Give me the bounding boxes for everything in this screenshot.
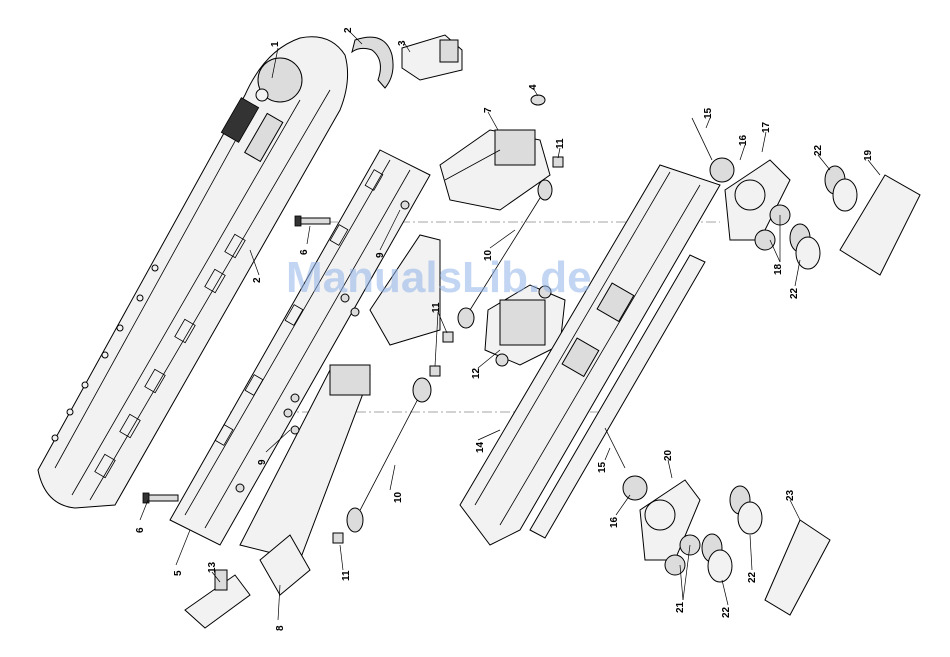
label-part-21: 21 bbox=[675, 601, 686, 613]
label-part-6-bottom: 6 bbox=[135, 527, 146, 533]
label-part-18: 18 bbox=[773, 263, 784, 275]
label-part-15-bottom: 15 bbox=[597, 461, 608, 473]
screw-lower bbox=[143, 493, 178, 503]
label-part-9-bottom: 9 bbox=[257, 459, 268, 465]
label-part-22-b: 22 bbox=[789, 287, 800, 299]
label-part-1: 1 bbox=[270, 41, 281, 47]
label-part-2-side: 2 bbox=[252, 277, 263, 283]
cab-ring bbox=[352, 37, 393, 88]
label-part-16-top: 16 bbox=[738, 134, 749, 146]
label-part-11-top: 11 bbox=[555, 138, 566, 149]
label-part-11-bottom: 11 bbox=[341, 570, 352, 581]
coupling-bottom bbox=[333, 533, 343, 543]
label-part-22-d: 22 bbox=[747, 571, 758, 583]
label-part-22-c: 22 bbox=[721, 606, 732, 618]
label-part-13: 13 bbox=[207, 561, 218, 573]
screw-upper bbox=[295, 216, 330, 226]
label-part-22-a: 22 bbox=[813, 144, 824, 156]
small-clip bbox=[531, 95, 545, 105]
lower-bogie bbox=[623, 476, 830, 615]
label-part-8: 8 bbox=[275, 625, 286, 631]
label-part-12: 12 bbox=[471, 367, 482, 379]
coupling-mid bbox=[443, 332, 453, 342]
label-part-14: 14 bbox=[475, 441, 486, 453]
label-part-17: 17 bbox=[761, 121, 772, 133]
label-part-5: 5 bbox=[173, 570, 184, 576]
coupling-mid-2 bbox=[430, 366, 440, 376]
label-part-15-top: 15 bbox=[703, 107, 714, 119]
label-part-4: 4 bbox=[528, 84, 539, 90]
watermark: ManualsLib.de bbox=[286, 253, 592, 302]
label-part-23: 23 bbox=[785, 489, 796, 501]
label-part-3: 3 bbox=[397, 40, 408, 46]
coupling-top bbox=[553, 157, 563, 167]
label-part-7: 7 bbox=[483, 107, 494, 113]
label-part-19: 19 bbox=[863, 149, 874, 161]
label-part-2-top: 2 bbox=[343, 27, 354, 33]
label-part-16-bottom: 16 bbox=[609, 516, 620, 528]
label-part-20: 20 bbox=[663, 449, 674, 461]
pin-upper bbox=[692, 118, 712, 160]
upper-bogie bbox=[710, 158, 920, 275]
label-part-11-mid: 11 bbox=[431, 302, 442, 313]
pin-lower bbox=[605, 428, 625, 468]
label-part-10-bottom: 10 bbox=[393, 491, 404, 503]
bracket-part bbox=[402, 35, 462, 80]
motor-mount bbox=[440, 130, 550, 210]
